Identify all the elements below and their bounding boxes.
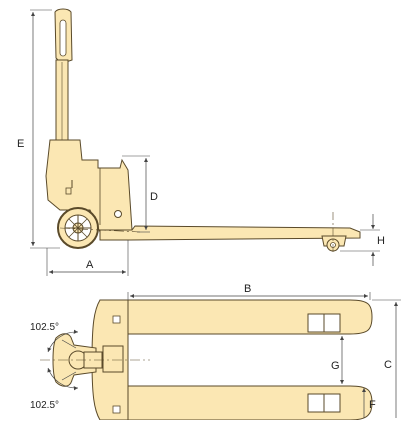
dimension-H: H — [340, 214, 385, 266]
label-angle-lower: 102.5° — [30, 400, 59, 411]
dimension-D: D — [122, 155, 158, 233]
load-roller — [321, 235, 347, 252]
side-view: E D A H — [17, 8, 385, 276]
label-G: G — [331, 360, 340, 372]
label-H: H — [377, 235, 385, 247]
dimension-C: C — [372, 299, 401, 418]
top-view: 102.5° 102.5° B C G F — [30, 283, 401, 421]
label-F: F — [369, 399, 376, 411]
fork-upper — [99, 299, 373, 335]
label-E: E — [17, 138, 24, 150]
steering-angle-arcs: 102.5° 102.5° — [30, 322, 79, 411]
chassis-top — [91, 299, 129, 421]
label-angle-upper: 102.5° — [30, 322, 59, 333]
handle — [54, 8, 73, 141]
dimension-B: B — [127, 283, 371, 300]
dimension-G: G — [331, 336, 345, 384]
label-D: D — [150, 191, 158, 203]
dimension-E: E — [17, 9, 60, 249]
label-B: B — [244, 283, 251, 295]
label-A: A — [86, 259, 94, 271]
pump-body — [45, 139, 133, 233]
dimension-A: A — [46, 240, 129, 276]
label-C: C — [384, 359, 392, 371]
dimension-F: F — [361, 388, 376, 418]
fork-lower — [99, 385, 373, 421]
fork-side — [99, 225, 361, 241]
